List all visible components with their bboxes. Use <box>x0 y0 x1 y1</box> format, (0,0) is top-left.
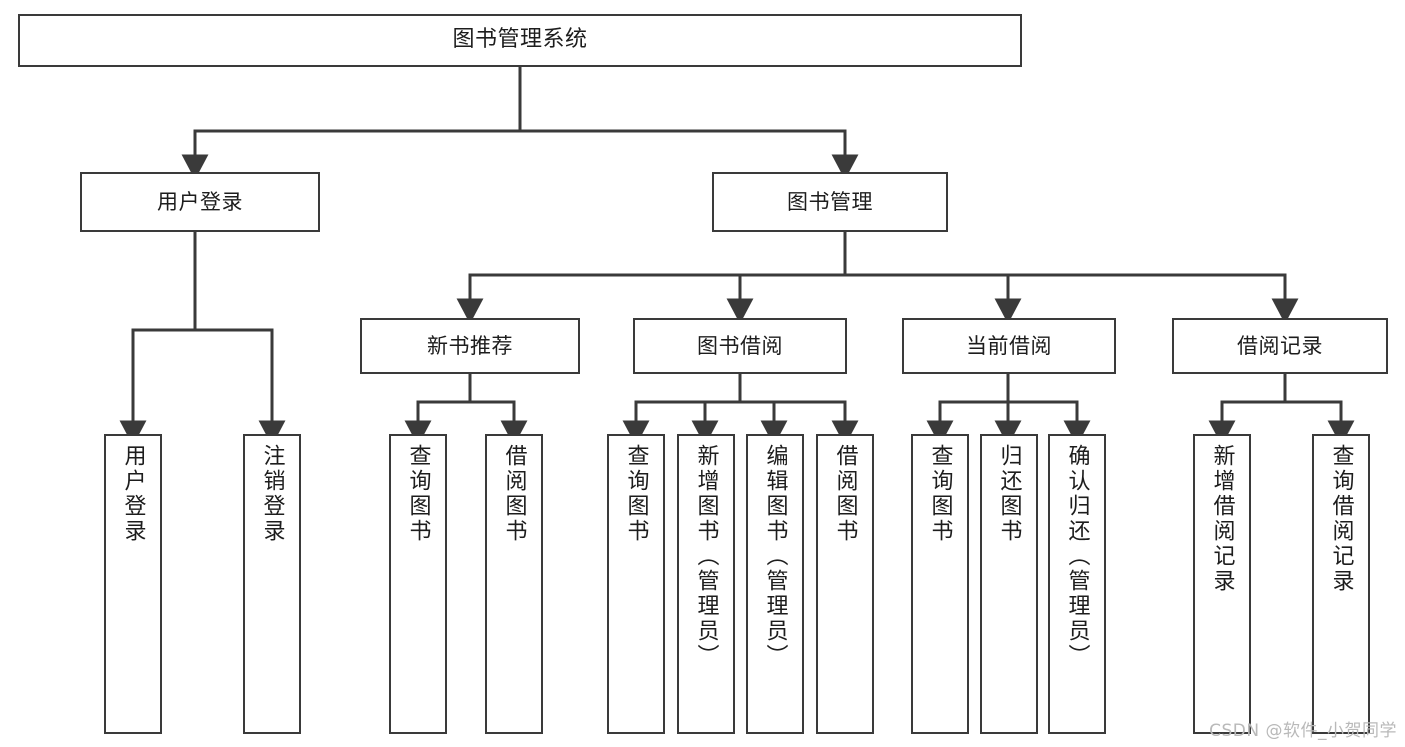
node-new-book-recommend[interactable]: 新书推荐 <box>360 318 580 374</box>
node-label: 当前借阅 <box>966 333 1052 358</box>
node-label: 图书借阅 <box>697 333 783 358</box>
node-book-management[interactable]: 图书管理 <box>712 172 948 232</box>
node-label: 用户登录 <box>120 444 146 544</box>
node-label: 编辑图书（管理员） <box>762 444 788 669</box>
node-label: 归还图书 <box>996 444 1022 544</box>
node-label: 查询图书 <box>623 444 649 544</box>
node-label: 查询借阅记录 <box>1328 444 1354 594</box>
node-label: 借阅记录 <box>1237 333 1323 358</box>
leaf-user-login[interactable]: 用户登录 <box>104 434 162 734</box>
node-book-borrow[interactable]: 图书借阅 <box>633 318 847 374</box>
node-label: 借阅图书 <box>501 444 527 544</box>
node-label: 新书推荐 <box>427 333 513 358</box>
node-label: 用户登录 <box>157 189 243 214</box>
leaf-query-book-borrow[interactable]: 查询图书 <box>607 434 665 734</box>
node-user-login[interactable]: 用户登录 <box>80 172 320 232</box>
node-label: 借阅图书 <box>832 444 858 544</box>
leaf-logout[interactable]: 注销登录 <box>243 434 301 734</box>
leaf-query-borrow-record[interactable]: 查询借阅记录 <box>1312 434 1370 734</box>
node-borrow-record[interactable]: 借阅记录 <box>1172 318 1388 374</box>
node-label: 图书管理 <box>787 189 873 214</box>
node-label: 查询图书 <box>405 444 431 544</box>
node-current-borrow[interactable]: 当前借阅 <box>902 318 1116 374</box>
node-label: 新增图书（管理员） <box>693 444 719 669</box>
node-label: 新增借阅记录 <box>1209 444 1235 594</box>
node-root-book-management-system[interactable]: 图书管理系统 <box>18 14 1022 67</box>
node-label: 图书管理系统 <box>452 27 588 53</box>
leaf-edit-book-admin[interactable]: 编辑图书（管理员） <box>746 434 804 734</box>
leaf-borrow-book-borrow[interactable]: 借阅图书 <box>816 434 874 734</box>
leaf-query-book-recommend[interactable]: 查询图书 <box>389 434 447 734</box>
leaf-return-book[interactable]: 归还图书 <box>980 434 1038 734</box>
node-label: 查询图书 <box>927 444 953 544</box>
leaf-query-book-current[interactable]: 查询图书 <box>911 434 969 734</box>
leaf-add-borrow-record[interactable]: 新增借阅记录 <box>1193 434 1251 734</box>
watermark-text: CSDN @软件_小贺同学 <box>1209 721 1397 741</box>
leaf-add-book-admin[interactable]: 新增图书（管理员） <box>677 434 735 734</box>
node-label: 注销登录 <box>259 444 285 544</box>
leaf-confirm-return-admin[interactable]: 确认归还（管理员） <box>1048 434 1106 734</box>
node-label: 确认归还（管理员） <box>1064 444 1090 669</box>
leaf-borrow-book-recommend[interactable]: 借阅图书 <box>485 434 543 734</box>
